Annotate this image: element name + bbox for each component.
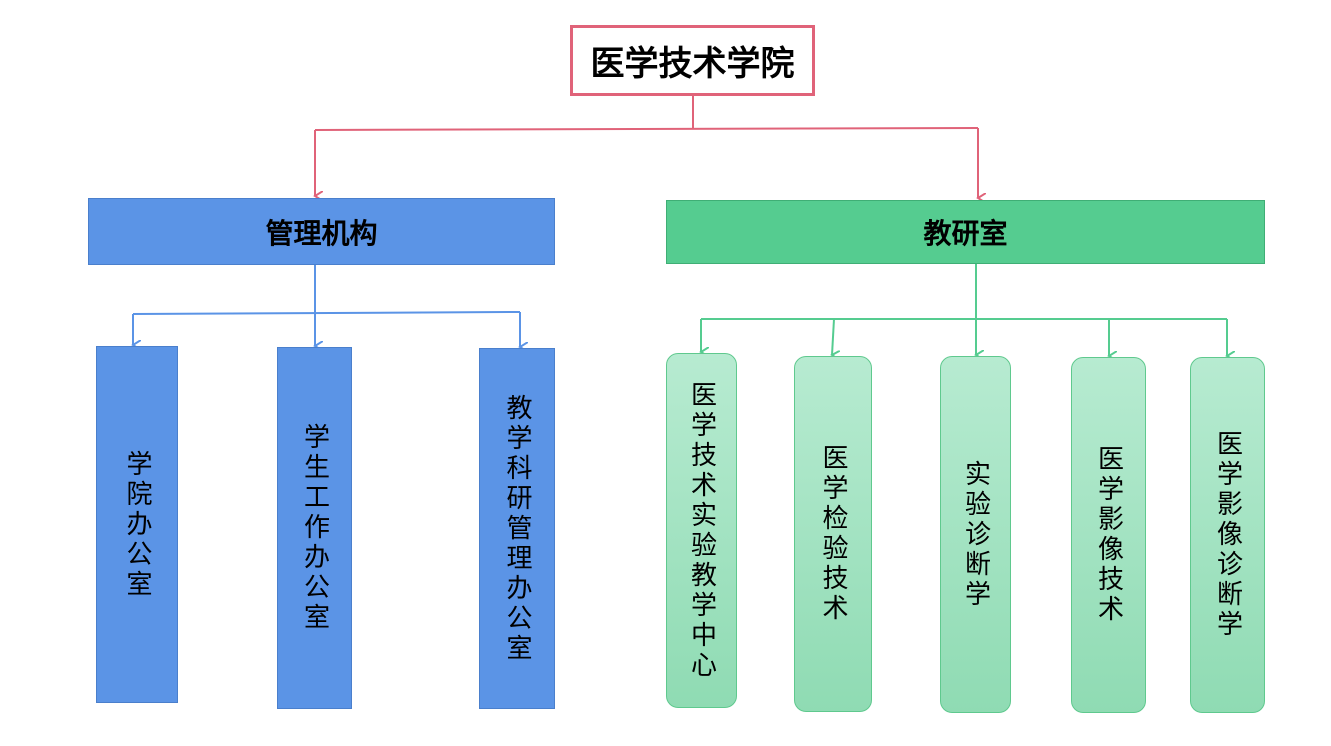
teach-connector <box>701 264 1227 356</box>
leaf-label: 实验诊断学 <box>960 459 991 610</box>
leaf-experimental-teaching-center: 医学技术实验教学中心 <box>666 353 737 708</box>
leaf-medical-imaging-technology: 医学影像技术 <box>1071 357 1146 713</box>
mgmt-connector <box>133 265 520 347</box>
leaf-medical-lab-technology: 医学检验技术 <box>794 356 872 712</box>
leaf-label: 医学影像诊断学 <box>1212 430 1243 640</box>
leaf-medical-imaging-diagnostics: 医学影像诊断学 <box>1190 357 1265 713</box>
leaf-label: 医学影像技术 <box>1093 445 1124 625</box>
group-management-label: 管理机构 <box>265 216 378 250</box>
leaf-label: 医学技术实验教学中心 <box>686 380 717 681</box>
group-teaching-label: 教研室 <box>923 217 1008 250</box>
group-teaching-research: 教研室 <box>666 200 1265 264</box>
leaf-label: 学院办公室 <box>122 449 152 600</box>
leaf-label: 教学科研管理办公室 <box>502 393 532 664</box>
root-node: 医学技术学院 <box>570 25 815 96</box>
leaf-college-office: 学院办公室 <box>96 346 178 703</box>
leaf-label: 医学检验技术 <box>818 444 848 624</box>
group-management: 管理机构 <box>88 198 555 265</box>
leaf-label: 学生工作办公室 <box>299 423 330 633</box>
leaf-teaching-research-admin-office: 教学科研管理办公室 <box>479 348 555 709</box>
root-connector <box>315 96 978 198</box>
leaf-student-affairs-office: 学生工作办公室 <box>277 347 352 709</box>
root-label: 医学技术学院 <box>590 44 795 84</box>
leaf-lab-diagnostics: 实验诊断学 <box>940 356 1011 713</box>
